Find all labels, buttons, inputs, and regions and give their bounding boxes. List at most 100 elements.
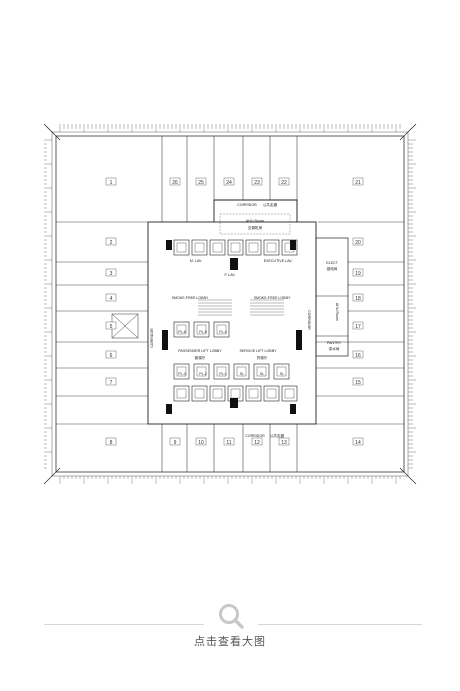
lift-labels: PL-6 PL-5 PL-4 PL-3 PL-2 PL-1 SL SL SL: [178, 330, 284, 376]
bay-box-26: [169, 177, 181, 186]
bay-box-2: [105, 237, 117, 246]
lift-car: [263, 239, 280, 256]
bay-box-20: [352, 237, 364, 246]
bay-label-2: 2: [110, 240, 113, 246]
bay-label-21: 21: [355, 180, 361, 186]
lift-car: [245, 239, 262, 256]
passenger-lobby-label: PASSENGER LIFT LOBBY: [178, 349, 222, 353]
building-core: [147, 199, 349, 425]
bay-box-14: [352, 437, 364, 446]
lift-car: [273, 363, 290, 380]
lift-car: [281, 385, 298, 402]
lift-car: [263, 385, 280, 402]
ahu-room-outline: [219, 213, 291, 235]
bay-box-18: [352, 293, 364, 302]
lift-pl1-label: PL-1: [219, 372, 227, 376]
bay-box-16: [352, 350, 364, 359]
lift-car: [173, 363, 190, 380]
bay-box-25: [195, 177, 207, 186]
ahu-room-side-label: AHU Room: [335, 303, 339, 321]
smoke-free-lobby-right-label: SMOKE-FREE LOBBY: [254, 296, 291, 300]
lift-car: [173, 385, 190, 402]
lift-pl3-label: PL-3: [178, 372, 186, 376]
bay-label-25: 25: [198, 180, 204, 186]
zoom-button[interactable]: [214, 600, 248, 634]
service-lobby-label: SERVICE LIFT LOBBY: [239, 349, 277, 353]
bay-box-15: [352, 377, 364, 386]
lift-car: [209, 239, 226, 256]
bay-box-9: [169, 437, 181, 446]
ahu-room-label: AHU Room: [246, 219, 264, 223]
bay-label-15: 15: [355, 380, 361, 386]
bay-box-12: [251, 437, 263, 446]
bay-box-11: [223, 437, 235, 446]
lift-pl2-label: PL-2: [199, 372, 207, 376]
lift-car: [253, 363, 270, 380]
lift-car: [193, 321, 210, 338]
lift-sl-label-3: SL: [280, 372, 284, 376]
bay-box-1: [105, 177, 117, 186]
smoke-free-lobby-left-label: SMOKE-FREE LOBBY: [172, 296, 209, 300]
bay-label-10: 10: [198, 440, 204, 446]
female-lav-label: F. LAV.: [225, 273, 236, 277]
elect-room-label: ELECT: [326, 261, 338, 265]
bay-label-1: 1: [110, 180, 113, 186]
corridor-vertical-right-label: CORRIDOR: [307, 310, 311, 330]
bay-label-26: 26: [172, 180, 178, 186]
lift-pl4-label: PL-4: [219, 330, 227, 334]
bay-label-19: 19: [355, 271, 361, 277]
passenger-lobby-cn-label: 客梯厅: [195, 355, 206, 360]
bay-box-7: [105, 377, 117, 386]
room-labels: CORRIDOR 公共走廊 AHU Room 空调机房 ELECT 强电间 PA…: [150, 202, 342, 438]
stair-hatching: [198, 299, 284, 316]
bay-label-17: 17: [355, 324, 361, 330]
bay-label-5: 5: [110, 324, 113, 330]
lift-car: [213, 321, 230, 338]
bay-label-6: 6: [110, 353, 113, 359]
bay-label-4: 4: [110, 296, 113, 302]
lift-car: [173, 239, 190, 256]
bay-box-8: [105, 437, 117, 446]
bay-box-23: [251, 177, 263, 186]
lift-car: [193, 363, 210, 380]
bay-label-3: 3: [110, 271, 113, 277]
bay-box-21: [352, 177, 364, 186]
divider-left: [44, 624, 204, 625]
executive-lav-label: EXECUTIVE LAV.: [264, 259, 293, 263]
bay-label-13: 13: [281, 440, 287, 446]
corridor-vertical-left-label: CORRIDOR: [150, 328, 154, 348]
bay-box-4: [105, 293, 117, 302]
pantry-cn-label: 茶水间: [329, 346, 340, 351]
bay-label-22: 22: [281, 180, 287, 186]
bay-label-23: 23: [254, 180, 260, 186]
zoom-caption[interactable]: 点击查看大图: [194, 635, 266, 648]
bay-box-19: [352, 268, 364, 277]
lift-pl6-label: PL-6: [178, 330, 186, 334]
bay-label-7: 7: [110, 380, 113, 386]
lift-car: [245, 385, 262, 402]
bay-label-12: 12: [254, 440, 260, 446]
bay-box-22: [278, 177, 290, 186]
bay-label-20: 20: [355, 240, 361, 246]
divider-right: [258, 624, 422, 625]
bay-box-24: [223, 177, 235, 186]
lift-car: [213, 363, 230, 380]
image-viewer-bar: 点击查看大图: [0, 595, 460, 655]
lift-car: [209, 385, 226, 402]
lift-banks: [173, 239, 298, 402]
bay-partitions: [56, 136, 404, 472]
bay-box-10: [195, 437, 207, 446]
pantry-label: PANTRY: [327, 341, 342, 345]
bay-box-6: [105, 350, 117, 359]
magnifier-icon: [219, 604, 244, 629]
lift-pl5-label: PL-5: [199, 330, 207, 334]
shaft-fills: [162, 240, 302, 414]
lift-car: [173, 321, 190, 338]
lift-sl-label-1: SL: [240, 372, 244, 376]
bay-label-9: 9: [174, 440, 177, 446]
service-lobby-cn-label: 货梯厅: [257, 355, 268, 360]
bay-label-16: 16: [355, 353, 361, 359]
